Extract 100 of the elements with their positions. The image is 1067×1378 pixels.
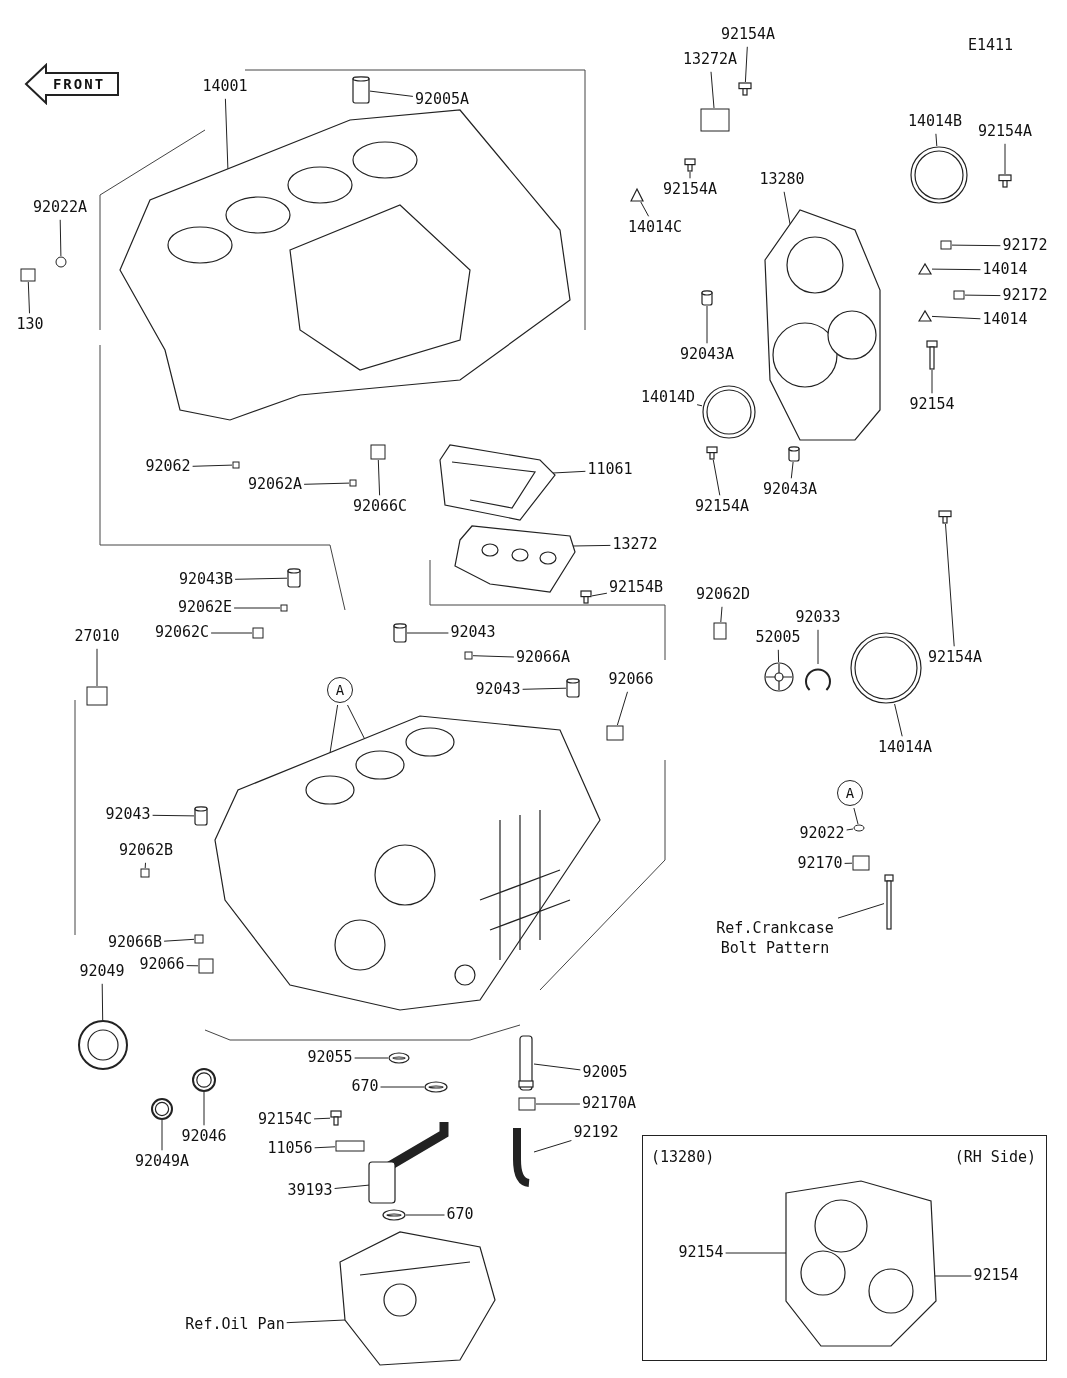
leader-line <box>59 219 62 257</box>
leader-line <box>210 632 253 634</box>
part-number: 92154 <box>973 1266 1019 1286</box>
leader-line <box>945 523 955 647</box>
front-arrow <box>24 63 120 105</box>
leader-line <box>152 814 195 817</box>
dowel-pin-drawing <box>393 623 407 643</box>
part-number: 92022 <box>799 824 845 844</box>
leader-line <box>777 649 780 663</box>
part-number: 92154A <box>694 497 750 517</box>
leader-line <box>591 592 608 597</box>
leader-line <box>934 1275 972 1277</box>
cover-plate-drawing <box>453 524 577 594</box>
part-number: 13272 <box>612 535 658 555</box>
box-shape <box>140 868 150 878</box>
part-number: 92172 <box>1002 286 1048 306</box>
leader-line <box>931 315 981 320</box>
part-number: 14014B <box>907 112 963 132</box>
box-shape <box>280 604 288 612</box>
dowel-pin-drawing <box>566 678 580 698</box>
part-number: 14014 <box>982 260 1028 280</box>
part-number: 670 <box>446 1205 474 1225</box>
box-shape <box>335 1140 365 1152</box>
bolt-drawing <box>938 510 952 524</box>
dowel-pin-drawing <box>194 806 208 826</box>
leader-line <box>144 862 146 869</box>
leader-line <box>853 807 859 825</box>
leader-line <box>286 1319 346 1324</box>
ring-drawing <box>388 1052 410 1064</box>
box-shape <box>20 268 36 282</box>
dowel-pin-drawing <box>352 76 370 104</box>
leader-line <box>837 903 885 919</box>
bolt-drawing <box>330 1110 342 1126</box>
bolt-drawing <box>580 590 592 604</box>
part-number: 39193 <box>287 1181 333 1201</box>
leader-line <box>817 629 819 665</box>
leader-line <box>552 470 586 474</box>
box-shape <box>232 461 240 469</box>
part-number: Ref.Oil Pan <box>185 1315 285 1335</box>
box-shape <box>606 725 624 741</box>
box-shape <box>940 240 952 250</box>
bolt-drawing <box>706 446 718 460</box>
leader-line <box>894 703 903 737</box>
part-number: 92170A <box>581 1094 637 1114</box>
gear-drawing <box>764 662 794 692</box>
box-shape <box>700 108 730 132</box>
bolt-drawing <box>926 340 938 370</box>
part-number: 92043 <box>450 623 496 643</box>
part-number: 14014A <box>877 738 933 758</box>
leader-line <box>790 461 794 479</box>
box-shape <box>953 290 965 300</box>
seal-drawing <box>78 1020 128 1070</box>
part-number: 92062 <box>145 457 191 477</box>
dowel-pin-drawing <box>788 446 800 462</box>
crankcase-drawing <box>118 108 572 422</box>
bolt-drawing <box>998 174 1012 188</box>
leader-line <box>203 1091 205 1126</box>
cover-drawing <box>763 208 882 442</box>
part-number: 92046 <box>181 1127 227 1147</box>
leader-line <box>533 1140 572 1153</box>
leader-line <box>572 544 611 547</box>
ring-drawing <box>910 146 968 204</box>
drawing-code: E1411 <box>968 36 1014 54</box>
part-number: 670 <box>351 1077 379 1097</box>
leader-line <box>931 369 933 394</box>
part-number: 13272A <box>682 50 738 70</box>
leader-line <box>706 305 708 344</box>
leader-line <box>935 133 938 147</box>
part-number: 92066 <box>608 670 654 690</box>
dowel-pin-drawing <box>287 568 301 588</box>
part-number: 92062E <box>177 598 233 618</box>
part-number: 92043A <box>679 345 735 365</box>
part-number: 92022A <box>32 198 88 218</box>
part-number: 92062D <box>695 585 751 605</box>
leader-line <box>725 1252 787 1254</box>
leader-line <box>689 171 691 179</box>
part-number: 92066 <box>139 955 185 975</box>
box-shape <box>713 622 727 640</box>
part-number: 92066A <box>515 648 571 668</box>
dowel-pin-drawing <box>701 290 713 306</box>
part-number: 11056 <box>267 1139 313 1159</box>
leader-line <box>844 862 853 864</box>
leader-line <box>931 268 981 271</box>
part-number: 92154A <box>927 648 983 668</box>
leader-line <box>720 606 723 623</box>
leader-line <box>303 482 350 485</box>
part-number: 11061 <box>587 460 633 480</box>
leader-line <box>533 1063 581 1071</box>
ring-drawing <box>850 632 922 704</box>
box-shape <box>370 444 386 460</box>
part-number: 130 <box>16 315 44 335</box>
box-shape <box>86 686 108 706</box>
part-number: 92049A <box>134 1152 190 1172</box>
direction-label: FRONT <box>51 76 106 92</box>
box-shape <box>252 627 264 639</box>
tab-washer-drawing <box>630 188 644 202</box>
leader-line <box>369 90 414 97</box>
leader-line <box>744 46 748 83</box>
part-number: 14014 <box>982 310 1028 330</box>
part-number: 92066B <box>107 933 163 953</box>
